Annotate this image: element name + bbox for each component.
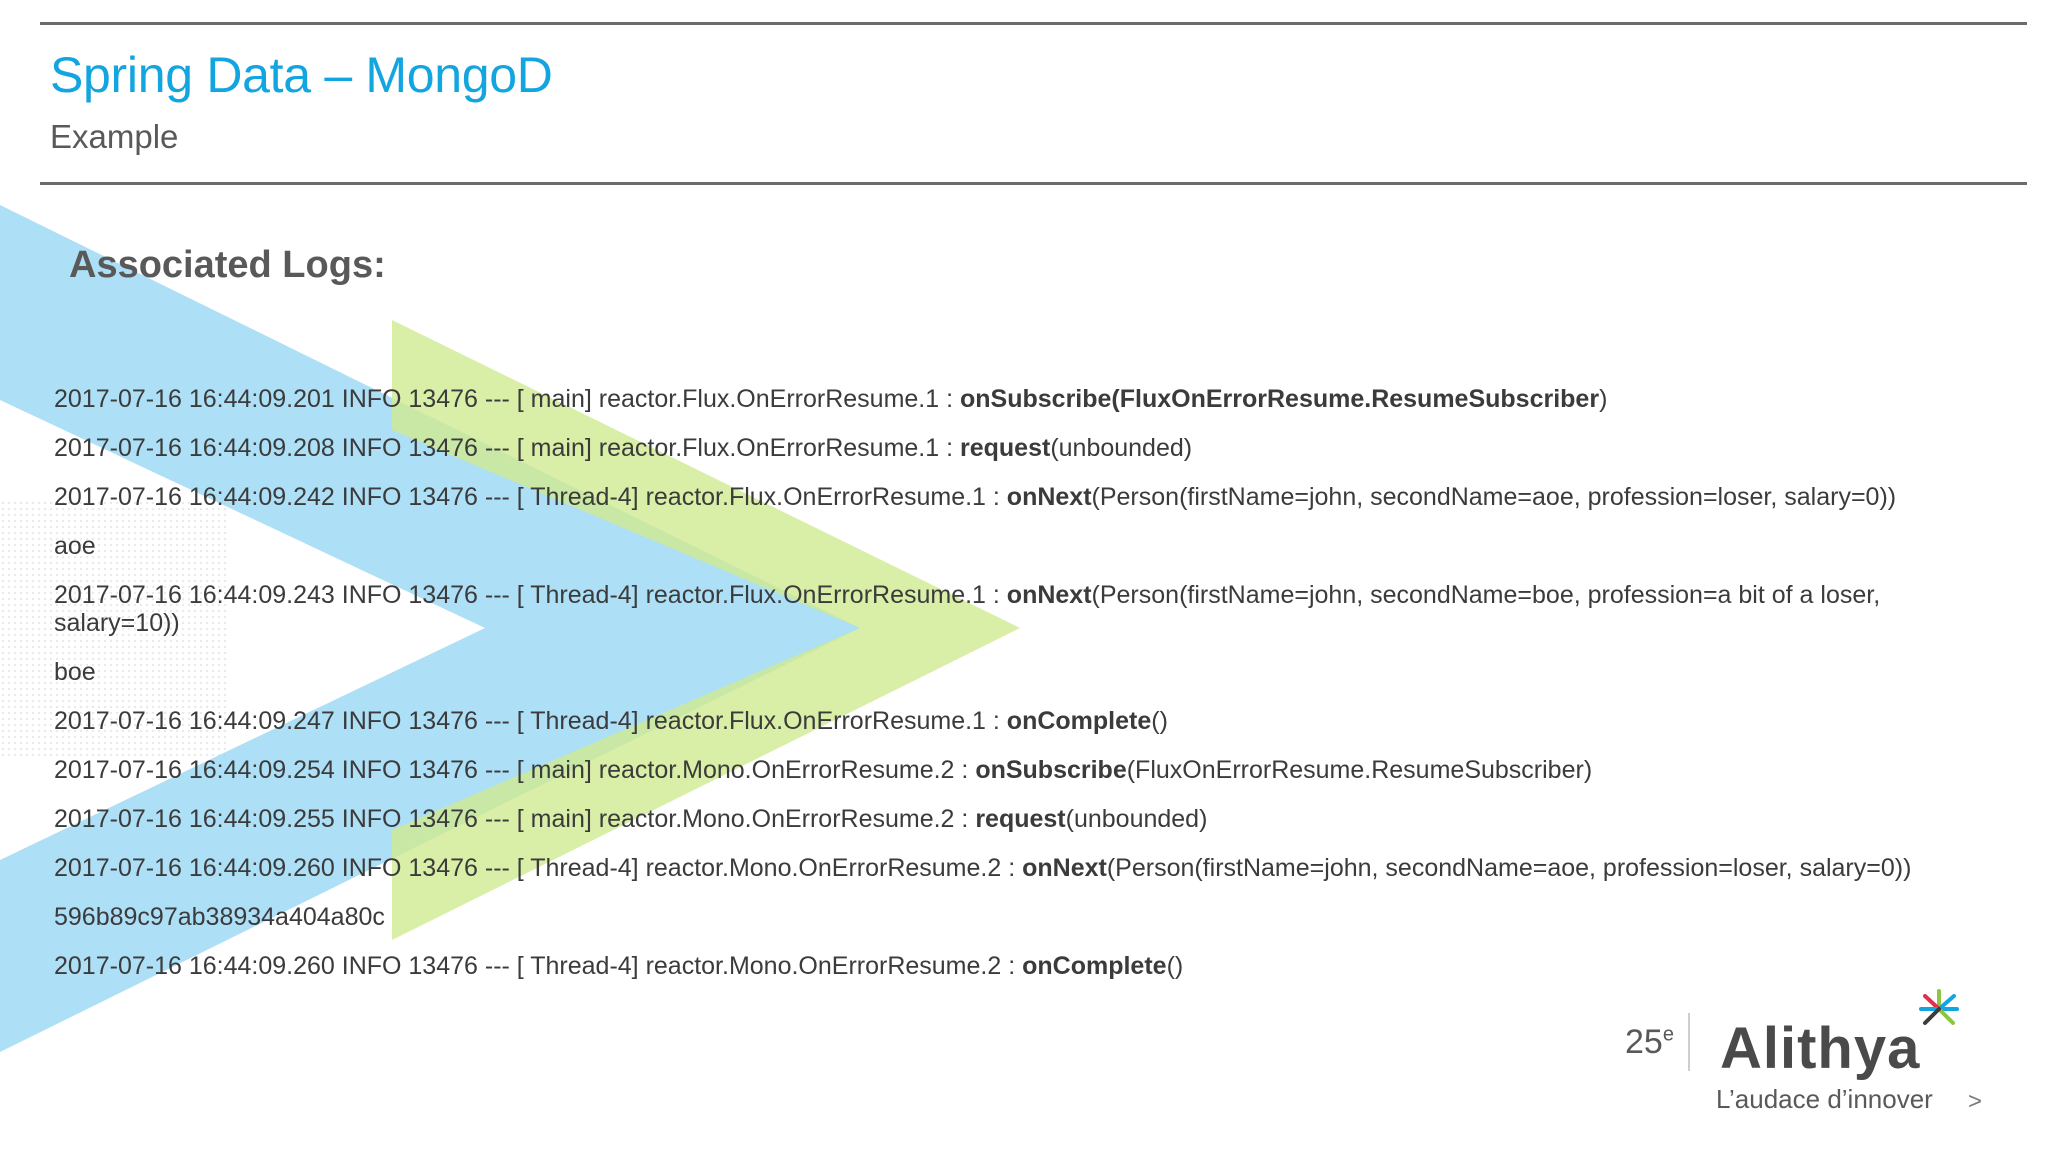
brand-separator: [1688, 1013, 1690, 1071]
log-text: 2017-07-16 16:44:09.260 INFO 13476 --- […: [54, 854, 1023, 882]
log-text: 2017-07-16 16:44:09.255 INFO 13476 --- […: [54, 805, 976, 833]
log-text: 2017-07-16 16:44:09.247 INFO 13476 --- […: [54, 707, 1007, 735]
log-args: (Person(firstName=john, secondName=boe, …: [54, 581, 1881, 637]
next-slide-arrow[interactable]: >: [1968, 1088, 1983, 1115]
log-args: (): [1151, 707, 1168, 735]
log-text: 2017-07-16 16:44:09.242 INFO 13476 --- […: [54, 483, 1007, 511]
section-heading: Associated Logs:: [69, 244, 386, 286]
log-line: 2017-07-16 16:44:09.201 INFO 13476 --- […: [54, 385, 1994, 413]
anniversary-number: 25: [1625, 1023, 1663, 1061]
log-args: (unbounded): [1065, 805, 1208, 833]
log-method: onNext: [1006, 581, 1092, 609]
anniversary-mark: 25e: [1625, 1023, 1674, 1062]
slide-subtitle: Example: [50, 118, 179, 155]
log-text: boe: [54, 658, 96, 686]
log-line: 2017-07-16 16:44:09.260 INFO 13476 --- […: [54, 952, 1994, 980]
log-line: boe: [54, 658, 1994, 686]
slide-title: Spring Data – MongoD: [50, 47, 553, 103]
log-line: 596b89c97ab38934a404a80c: [54, 903, 1994, 931]
log-line: 2017-07-16 16:44:09.260 INFO 13476 --- […: [54, 854, 1994, 882]
log-method: request: [975, 805, 1066, 833]
log-text: 2017-07-16 16:44:09.208 INFO 13476 --- […: [54, 434, 960, 462]
asterisk-icon: [1919, 989, 1959, 1025]
log-text: 2017-07-16 16:44:09.254 INFO 13476 --- […: [54, 756, 976, 784]
log-line: 2017-07-16 16:44:09.255 INFO 13476 --- […: [54, 805, 1994, 833]
log-text: 2017-07-16 16:44:09.201 INFO 13476 --- […: [54, 385, 960, 413]
log-method: onNext: [1006, 483, 1092, 511]
top-rule: [40, 22, 2027, 25]
brand-tagline: L’audace d’innover: [1716, 1084, 1933, 1114]
log-line: 2017-07-16 16:44:09.243 INFO 13476 --- […: [54, 581, 1994, 637]
log-args: (): [1166, 952, 1184, 980]
log-line: 2017-07-16 16:44:09.242 INFO 13476 --- […: [54, 483, 1994, 511]
log-line: 2017-07-16 16:44:09.254 INFO 13476 --- […: [54, 756, 1994, 784]
log-text: 2017-07-16 16:44:09.260 INFO 13476 --- […: [54, 952, 1023, 980]
log-args: ): [1599, 385, 1608, 413]
log-line: aoe: [54, 532, 1994, 560]
brand-block: 25e Alithya L’audace d’innover: [1620, 989, 1980, 1125]
log-args: (FluxOnErrorResume.ResumeSubscriber): [1126, 756, 1593, 784]
log-method: request: [960, 434, 1051, 462]
log-args: (unbounded): [1050, 434, 1193, 462]
log-line: 2017-07-16 16:44:09.247 INFO 13476 --- […: [54, 707, 1994, 735]
log-args: (Person(firstName=john, secondName=aoe, …: [1106, 854, 1912, 882]
log-text: 2017-07-16 16:44:09.243 INFO 13476 --- […: [54, 581, 1007, 609]
log-line: 2017-07-16 16:44:09.208 INFO 13476 --- […: [54, 434, 1994, 462]
log-method: onSubscribe: [975, 756, 1127, 784]
log-text: 596b89c97ab38934a404a80c: [54, 903, 385, 931]
log-list: 2017-07-16 16:44:09.201 INFO 13476 --- […: [54, 385, 1994, 1001]
log-text: aoe: [54, 532, 96, 560]
anniversary-sup: e: [1662, 1023, 1674, 1046]
header-rule: [40, 182, 2027, 185]
log-method: onSubscribe(FluxOnErrorResume.ResumeSubs…: [960, 385, 1600, 413]
alithya-logo: Alithya: [1720, 1016, 1921, 1081]
world-map-dots: [0, 500, 230, 760]
log-method: onComplete: [1006, 707, 1152, 735]
log-method: onNext: [1022, 854, 1107, 882]
log-method: onComplete: [1022, 952, 1167, 980]
log-args: (Person(firstName=john, secondName=aoe, …: [1091, 483, 1897, 511]
